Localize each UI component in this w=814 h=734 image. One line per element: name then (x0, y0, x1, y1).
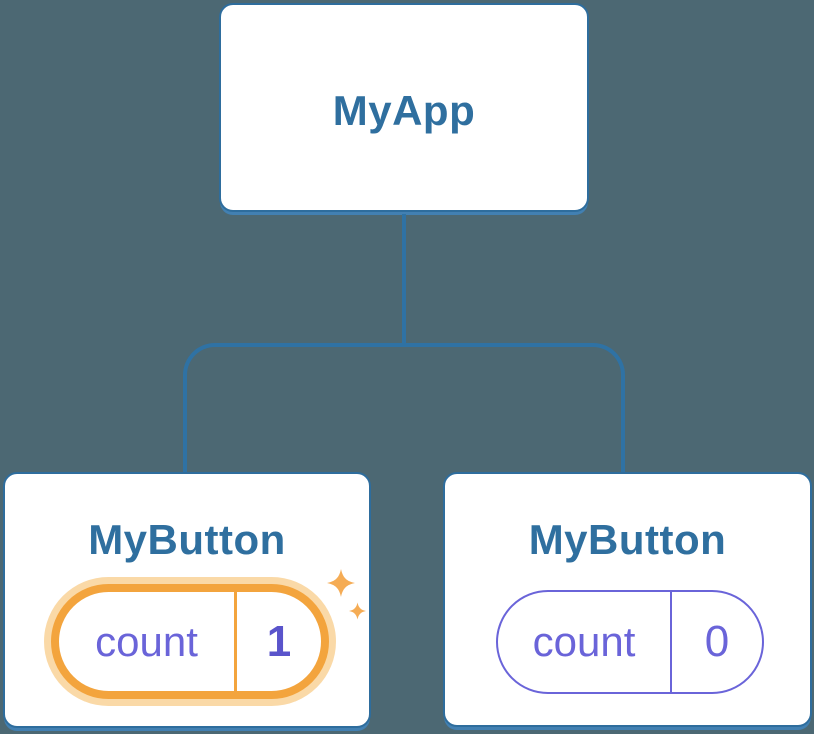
state-pill: count 0 (496, 590, 764, 694)
state-key-label: count (532, 618, 636, 665)
state-pill-highlighted: count 1 (51, 584, 329, 699)
connector-branch-bracket (183, 343, 625, 473)
sparkle-icon (349, 602, 366, 620)
connector-trunk-line (402, 214, 406, 347)
node-mybutton-right-label: MyButton (528, 516, 727, 563)
state-value: 0 (704, 617, 730, 666)
node-myapp: MyApp (219, 3, 589, 212)
state-value: 1 (266, 616, 292, 666)
node-mybutton-left-label: MyButton (88, 516, 286, 563)
pill-divider (234, 592, 237, 691)
sparkle-icon (327, 568, 355, 598)
state-key-label: count (95, 617, 198, 665)
node-mybutton-left: MyButton count 1 (3, 472, 371, 728)
pill-divider (670, 592, 672, 692)
node-myapp-label: MyApp (332, 87, 476, 134)
node-mybutton-right: MyButton count 0 (443, 472, 812, 727)
